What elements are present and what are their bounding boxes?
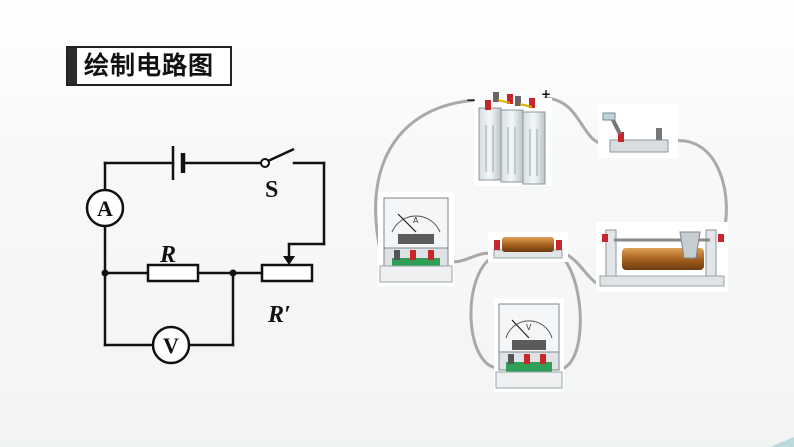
battery-terminals xyxy=(485,92,535,110)
battery-pack: − + xyxy=(466,87,552,186)
bottom-corner-accent xyxy=(770,437,794,447)
wire-battery-to-ammeter xyxy=(374,98,480,260)
rheostat-device xyxy=(596,222,728,292)
junction-dot-left xyxy=(101,269,109,277)
resistor-label: R xyxy=(159,242,176,268)
bottom-band xyxy=(0,437,794,447)
physical-circuit: − + A xyxy=(374,87,728,392)
circuit-schematic: S A V R R′ xyxy=(85,146,326,365)
rheostat-label: R′ xyxy=(267,302,291,328)
switch-blade xyxy=(267,147,295,163)
resistor-coil xyxy=(502,237,554,252)
svg-text:A: A xyxy=(413,216,419,225)
rheostat-slider-arrow xyxy=(283,256,295,265)
footnote: · · · · · xyxy=(745,438,762,444)
battery-plus-label: + xyxy=(541,87,551,101)
ammeter-device: A xyxy=(378,192,454,286)
switch-pivot xyxy=(260,158,270,168)
cell-2 xyxy=(500,109,524,183)
voltmeter-symbol: V xyxy=(163,333,179,358)
junction-dot-right xyxy=(229,269,237,277)
voltmeter-device: V xyxy=(494,298,564,392)
title-box: 绘制电路图 xyxy=(66,46,232,86)
wire-resistor-to-voltmeter-left xyxy=(469,254,502,370)
slide-title: 绘制电路图 xyxy=(84,51,215,80)
knife-switch xyxy=(598,104,678,158)
battery-minus-label: − xyxy=(466,93,476,107)
cell-3 xyxy=(522,111,546,185)
ammeter-circle xyxy=(85,188,125,228)
rheostat-body xyxy=(260,263,314,283)
cell-1 xyxy=(478,107,502,181)
svg-text:V: V xyxy=(526,323,532,332)
ammeter-symbol: A xyxy=(97,196,113,221)
title-bar-accent xyxy=(68,48,77,84)
resistor-device xyxy=(488,232,568,262)
voltmeter-circle xyxy=(151,325,191,365)
switch-label: S xyxy=(265,177,278,203)
resistor-body xyxy=(146,263,200,283)
